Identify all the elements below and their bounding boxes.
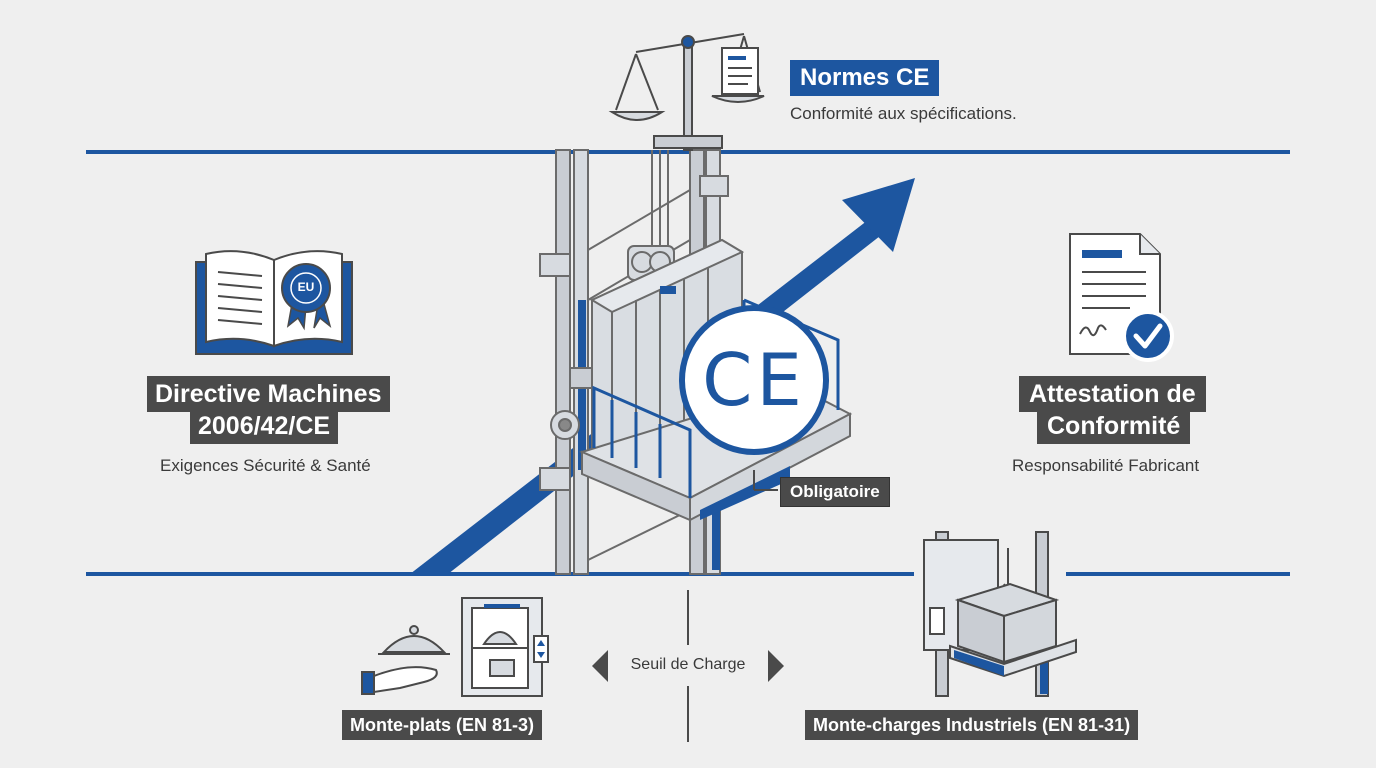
cloche-hand-icon [361,625,450,695]
bottom-rule-right [1066,572,1290,576]
book-icon [195,250,353,355]
attestation-subtitle: Responsabilité Fabricant [1012,456,1200,475]
directive-title-line1: Directive Machines [147,376,390,412]
chevron-left-icon [592,650,608,682]
attestation-title-line1: Attestation de [1019,376,1206,412]
check-icon [1122,310,1174,362]
dumbwaiter-icon [461,597,549,697]
bottom-rule-left [86,572,914,576]
directive-title-line2: 2006/42/CE [190,408,339,444]
threshold-label: Seuil de Charge [630,656,746,673]
ce-mark-text: CE [702,338,806,422]
monte-charges-label: Monte-charges Industriels (EN 81-31) [805,710,1139,740]
ce-mark-icon [679,305,829,455]
obligatoire-callout: Obligatoire [780,477,890,507]
document-icon [721,47,759,95]
directive-subtitle: Exigences Sécurité & Santé [160,456,371,475]
eu-seal-icon [281,263,332,331]
freight-lift-icon [923,531,1077,697]
normes-title: Normes CE [790,60,940,96]
eu-seal-text: EU [297,280,315,294]
top-rule [86,150,1290,154]
normes-subtitle: Conformité aux spécifications. [790,104,1017,123]
chevron-right-icon [768,650,784,682]
attestation-title-line2: Conformité [1037,408,1191,444]
monte-plats-label: Monte-plats (EN 81-3) [342,710,543,740]
